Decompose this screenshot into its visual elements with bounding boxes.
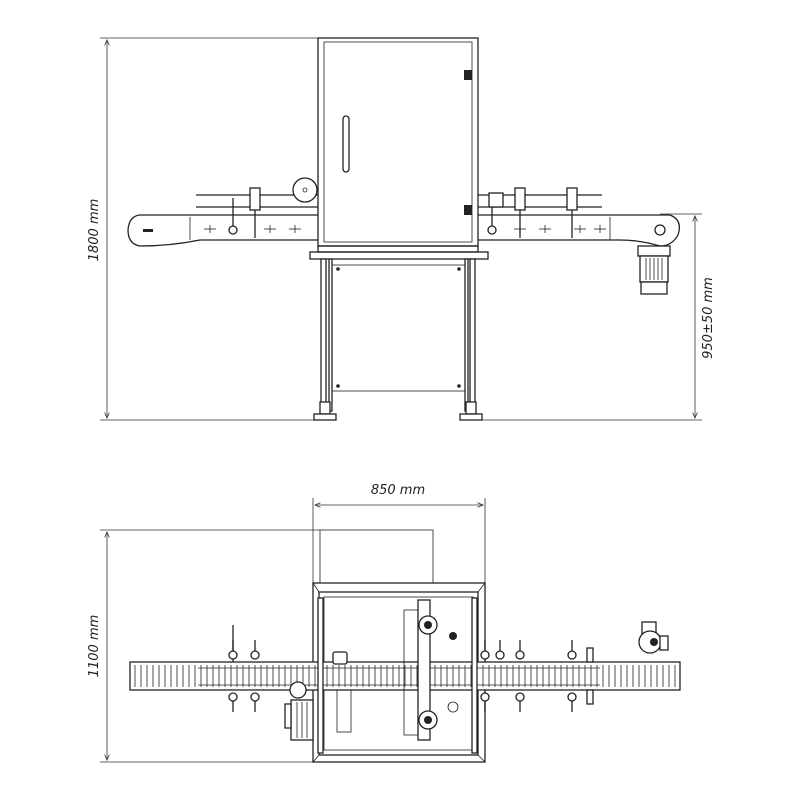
guide-clamp — [567, 692, 577, 702]
bottle-guide-clamp — [514, 187, 526, 211]
guide-clamp — [250, 692, 260, 702]
guide-clamp — [228, 692, 238, 702]
bottle-guide-clamp — [249, 187, 261, 211]
guide-clamp — [515, 650, 525, 660]
guide-knob — [228, 225, 238, 235]
guide-clamp — [495, 650, 505, 660]
guide-clamp — [480, 692, 490, 702]
front-view: 1800 mm 950±50 mm — [87, 37, 716, 421]
conveyor-motor — [637, 245, 671, 295]
foot-right — [459, 413, 483, 421]
depth-label: 1100 mm — [87, 615, 102, 678]
table-top — [309, 251, 489, 260]
cabinet-upper — [317, 37, 479, 247]
guide-clamp — [480, 650, 490, 660]
door-handle — [342, 115, 350, 173]
height-label: 1800 mm — [87, 199, 102, 262]
top-view: 850 mm 1100 mm — [87, 483, 681, 763]
drive-motor — [284, 681, 314, 741]
height-dimension: 1800 mm — [87, 37, 330, 421]
bottle-guide-clamp — [566, 187, 578, 211]
guide-clamp — [567, 650, 577, 660]
depth-dimension: 1100 mm — [87, 529, 320, 763]
capping-head — [403, 599, 459, 741]
door-swing-area — [319, 529, 434, 584]
guide-clamp — [250, 650, 260, 660]
width-label: 850 mm — [371, 483, 425, 498]
width-dimension: 850 mm — [312, 483, 486, 583]
guide-knob — [487, 225, 497, 235]
guide-clamp — [228, 650, 238, 660]
conveyor-height-label: 950±50 mm — [701, 277, 716, 359]
conveyor-height-dimension: 950±50 mm — [480, 213, 716, 421]
guide-clamp — [515, 692, 525, 702]
conveyor-motor-top — [638, 621, 669, 654]
foot-left — [313, 413, 337, 421]
